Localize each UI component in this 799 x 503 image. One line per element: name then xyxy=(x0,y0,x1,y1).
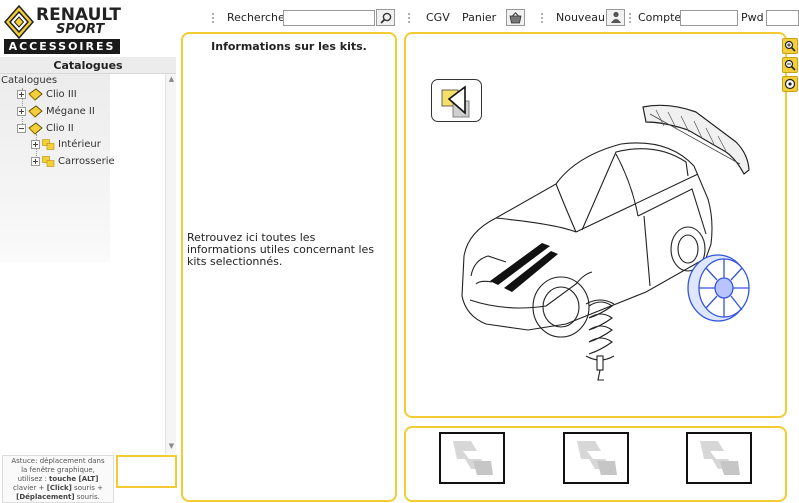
tree-item-label: Carrosserie xyxy=(58,155,115,167)
account-input[interactable] xyxy=(680,10,738,26)
separator xyxy=(541,13,546,23)
suspension-spring[interactable] xyxy=(585,299,615,381)
hint-text: souris + xyxy=(71,484,103,492)
expand-toggle-icon[interactable] xyxy=(31,156,40,166)
kit-thumbnail[interactable] xyxy=(686,432,752,484)
renault-sport-logo[interactable]: RENAULT SPORT ACCESSOIRES xyxy=(2,2,121,54)
new-account-link[interactable]: Nouveau xyxy=(556,11,605,24)
collapse-toggle-icon[interactable] xyxy=(17,123,26,133)
sidebar-header: Catalogues xyxy=(0,57,176,74)
folder-icon xyxy=(42,155,55,167)
zoom-out-button[interactable] xyxy=(782,57,798,73)
kit-info-title: Informations sur les kits. xyxy=(211,40,367,53)
catalog-book-icon xyxy=(28,104,43,118)
password-input[interactable] xyxy=(766,10,799,26)
kit-thumbnail[interactable] xyxy=(439,432,505,484)
cgv-link[interactable]: CGV xyxy=(426,11,450,24)
back-arrow-icon xyxy=(441,85,470,118)
expand-toggle-icon[interactable] xyxy=(31,139,40,149)
hint-key: touche [ALT] xyxy=(49,475,99,483)
hint-key: [Click] xyxy=(46,484,72,492)
zoom-reset-icon xyxy=(784,78,796,90)
separator xyxy=(212,13,217,23)
brand-tagline: ACCESSOIRES xyxy=(4,39,120,54)
cart-link[interactable]: Panier xyxy=(462,11,497,24)
zoom-out-icon xyxy=(784,59,796,71)
tree-root-label: Catalogues xyxy=(1,75,58,86)
tree-item-clio-iii[interactable]: Clio III xyxy=(17,87,77,101)
magnifier-icon xyxy=(379,12,391,24)
alloy-wheel[interactable] xyxy=(687,254,750,322)
rear-spoiler[interactable] xyxy=(642,104,750,175)
zoom-reset-button[interactable] xyxy=(782,76,798,92)
expand-toggle-icon[interactable] xyxy=(17,89,26,99)
catalog-book-icon xyxy=(28,121,43,135)
hint-side-box xyxy=(116,455,177,488)
zoom-in-button[interactable] xyxy=(782,38,798,54)
new-account-button[interactable] xyxy=(606,9,625,26)
tree-item-megane-ii[interactable]: Mégane II xyxy=(17,104,95,118)
kit-info-text: Retrouvez ici toutes les informations ut… xyxy=(187,231,375,268)
tree-item-label: Clio II xyxy=(46,122,74,134)
catalog-book-icon xyxy=(28,87,43,101)
new-account-icon xyxy=(610,11,621,23)
search-label: Recherche xyxy=(227,11,285,24)
tree-item-interieur[interactable]: Intérieur xyxy=(31,137,101,151)
tree-item-label: Mégane II xyxy=(46,105,95,117)
tree-item-clio-ii[interactable]: Clio II xyxy=(17,121,74,135)
folder-icon xyxy=(42,138,55,150)
brand-sub: SPORT xyxy=(56,22,105,37)
navigation-hint: Astuce: déplacement dans la fenêtre grap… xyxy=(2,455,114,503)
brand-name: RENAULT xyxy=(36,5,121,25)
sidebar-scrollbar[interactable]: ▲ ▼ xyxy=(165,74,176,454)
hint-text: Astuce: déplacement dans xyxy=(11,457,105,465)
renault-placeholder-icon xyxy=(700,441,740,475)
search-input[interactable] xyxy=(283,10,375,26)
scroll-up-icon[interactable]: ▲ xyxy=(168,75,175,83)
account-label: Compte xyxy=(638,11,682,24)
tree-item-label: Clio III xyxy=(46,88,77,100)
renault-diamond-icon xyxy=(4,5,34,39)
hint-text: souris. xyxy=(74,493,100,501)
car-illustration xyxy=(461,104,750,381)
basket-icon xyxy=(509,11,522,23)
hood-stripes[interactable] xyxy=(490,243,558,292)
renault-placeholder-icon xyxy=(453,441,493,475)
separator xyxy=(629,13,634,23)
kit-info-panel: Informations sur les kits. Retrouvez ici… xyxy=(181,32,397,502)
sidebar-watermark xyxy=(0,72,110,262)
renault-placeholder-icon xyxy=(577,441,617,475)
separator xyxy=(408,13,413,23)
search-button[interactable] xyxy=(376,9,395,26)
scroll-down-icon[interactable]: ▼ xyxy=(168,442,175,450)
catalog-tree: Catalogues Clio III Mégane II xyxy=(0,74,165,454)
zoom-in-icon xyxy=(784,40,796,52)
hint-text: utilisez : xyxy=(17,475,50,483)
back-button[interactable] xyxy=(431,79,482,122)
top-toolbar: Recherche CGV Panier Nouveau Compte xyxy=(200,8,799,28)
password-label: Pwd xyxy=(741,11,764,24)
hint-text: la fenêtre graphique, xyxy=(21,466,95,474)
hint-key: [Déplacement] xyxy=(16,493,75,501)
cart-button[interactable] xyxy=(506,9,525,26)
3d-viewer-panel[interactable] xyxy=(404,32,787,418)
expand-toggle-icon[interactable] xyxy=(17,106,26,116)
tree-item-label: Intérieur xyxy=(58,138,101,150)
hint-text: clavier + xyxy=(13,484,47,492)
kit-thumbnail[interactable] xyxy=(563,432,629,484)
tree-item-carrosserie[interactable]: Carrosserie xyxy=(31,154,115,168)
